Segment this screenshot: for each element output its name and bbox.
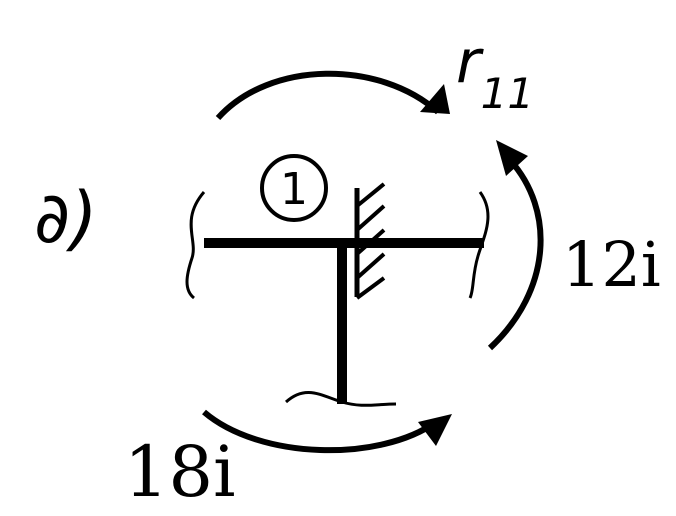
rotation-lock-hatching: [355, 182, 386, 300]
reaction-label-main: r: [456, 27, 484, 97]
vertical-moment-arrow: [202, 409, 438, 454]
left-break-mark: [185, 191, 206, 300]
vertical-moment-label: 18i: [124, 431, 235, 513]
node-number: 1: [280, 164, 308, 215]
horizontal-moment-arrowhead: [496, 140, 528, 176]
vertical-moment-arrowhead: [418, 414, 452, 446]
node-number-circle: [260, 154, 328, 222]
horizontal-moment-arrow: [487, 157, 544, 351]
reaction-label: r11: [456, 27, 534, 118]
horizontal-moment-label: 12i: [562, 228, 661, 301]
right-break-mark: [468, 191, 490, 299]
reaction-arrowhead: [420, 84, 450, 114]
reaction-label-subscript: 11: [481, 69, 534, 118]
panel-label: ∂): [34, 177, 98, 259]
reaction-rotation-arrow: [215, 70, 441, 121]
